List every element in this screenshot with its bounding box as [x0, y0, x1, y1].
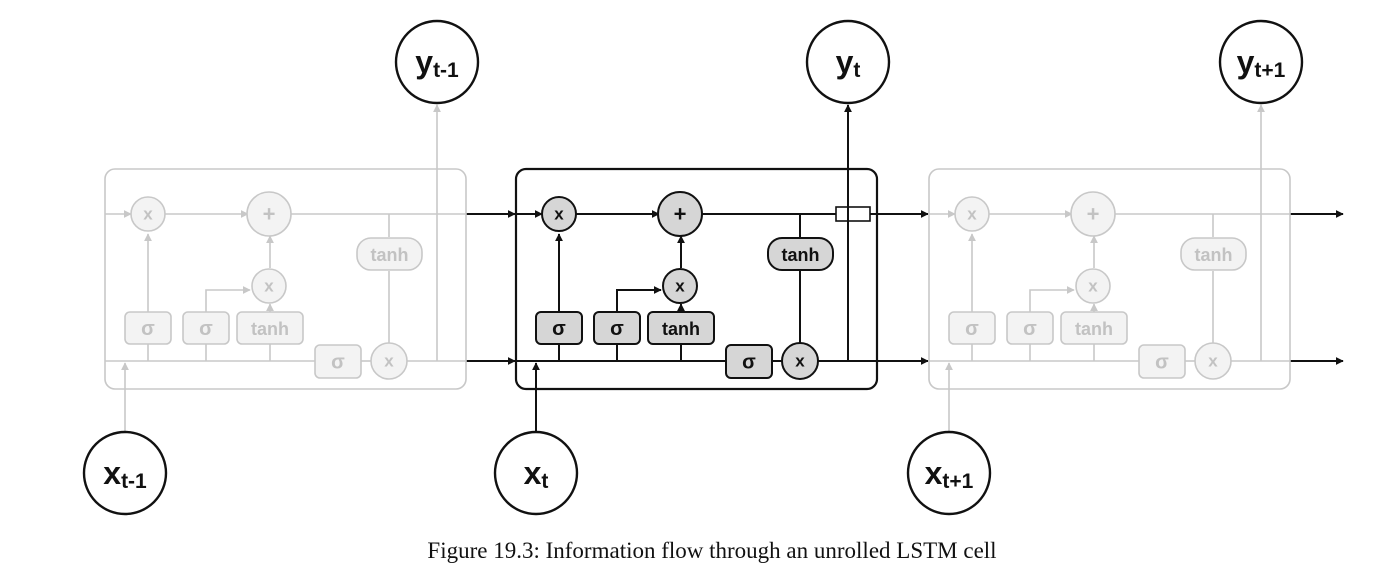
- forget-gate-box: [948, 311, 996, 345]
- output-gate-box: [314, 344, 362, 379]
- output-gate-box: [1138, 344, 1186, 379]
- candidate-tanh-label: tanh: [1075, 319, 1113, 339]
- add-label: +: [1087, 202, 1100, 227]
- forget-mult-label: x: [143, 205, 153, 224]
- output-mult-node: [370, 342, 408, 380]
- input-x-label: xt-1: [103, 455, 147, 493]
- state-tanh-box: [356, 237, 423, 271]
- input-mult-label: x: [675, 277, 685, 296]
- output-gate-label: σ: [1155, 352, 1169, 374]
- input-gate-to-mult: [205, 286, 251, 312]
- figure-caption: Figure 19.3: Information flow through an…: [427, 538, 997, 563]
- input-gate-box: [1006, 311, 1054, 345]
- forget-gate-label: σ: [552, 318, 566, 340]
- input-x-circle: [82, 430, 168, 516]
- cell-frame: [104, 168, 467, 390]
- input-gate-to-mult: [1029, 286, 1075, 312]
- output-gate-label: σ: [742, 352, 756, 374]
- candidate-tanh-box: [1060, 311, 1128, 345]
- lstm-cell-next: x + x x σ σ tanh tanh σ xt+1 yt+1: [906, 19, 1304, 516]
- output-y-circle: [394, 19, 480, 105]
- output-y-label: yt: [836, 44, 861, 82]
- forget-gate-label: σ: [141, 318, 155, 340]
- lstm-cell-prev: x + x x σ σ tanh tanh σ xt-1 yt-1: [82, 19, 480, 516]
- crossover-bridge: [835, 206, 871, 222]
- forget-mult-label: x: [554, 205, 564, 224]
- inter-cell-connections: [466, 210, 1344, 365]
- input-gate-box: [593, 311, 641, 345]
- output-gate-box: [725, 344, 773, 379]
- add-node: [657, 191, 703, 237]
- forget-gate-label: σ: [965, 318, 979, 340]
- output-mult-node: [1194, 342, 1232, 380]
- input-mult-label: x: [264, 277, 274, 296]
- output-y-circle: [1218, 19, 1304, 105]
- input-x-label: xt: [524, 455, 549, 493]
- state-tanh-box: [767, 237, 834, 271]
- output-mult-label: x: [795, 352, 805, 371]
- cell-frame: [928, 168, 1291, 390]
- output-y-label: yt-1: [415, 44, 459, 82]
- forget-mult-node: [130, 196, 166, 232]
- output-mult-label: x: [1208, 352, 1218, 371]
- candidate-tanh-box: [236, 311, 304, 345]
- candidate-tanh-box: [647, 311, 715, 345]
- input-mult-node: [1075, 268, 1111, 304]
- forget-mult-label: x: [967, 205, 977, 224]
- state-tanh-box: [1180, 237, 1247, 271]
- add-label: +: [263, 202, 276, 227]
- input-mult-node: [251, 268, 287, 304]
- input-x-circle: [906, 430, 992, 516]
- output-y-label: yt+1: [1237, 44, 1286, 82]
- input-x-label: xt+1: [925, 455, 974, 493]
- input-gate-label: σ: [610, 318, 624, 340]
- state-tanh-label: tanh: [1195, 245, 1233, 265]
- input-x-circle: [493, 430, 579, 516]
- input-mult-node: [662, 268, 698, 304]
- cell-frame: [514, 167, 879, 391]
- state-tanh-label: tanh: [371, 245, 409, 265]
- output-y-circle: [805, 19, 891, 105]
- output-gate-label: σ: [331, 352, 345, 374]
- forget-gate-box: [124, 311, 172, 345]
- add-label: +: [674, 202, 687, 227]
- output-mult-label: x: [384, 352, 394, 371]
- lstm-cell-current: x + x x σ σ tanh tanh σ xt yt: [493, 19, 891, 516]
- forget-gate-box: [535, 311, 583, 345]
- candidate-tanh-label: tanh: [251, 319, 289, 339]
- input-gate-box: [182, 311, 230, 345]
- state-tanh-label: tanh: [782, 245, 820, 265]
- input-gate-to-mult: [616, 286, 662, 312]
- candidate-tanh-label: tanh: [662, 319, 700, 339]
- input-gate-label: σ: [1023, 318, 1037, 340]
- forget-mult-node: [541, 196, 577, 232]
- input-mult-label: x: [1088, 277, 1098, 296]
- add-node: [246, 191, 292, 237]
- forget-mult-node: [954, 196, 990, 232]
- add-node: [1070, 191, 1116, 237]
- input-gate-label: σ: [199, 318, 213, 340]
- output-mult-node: [781, 342, 819, 380]
